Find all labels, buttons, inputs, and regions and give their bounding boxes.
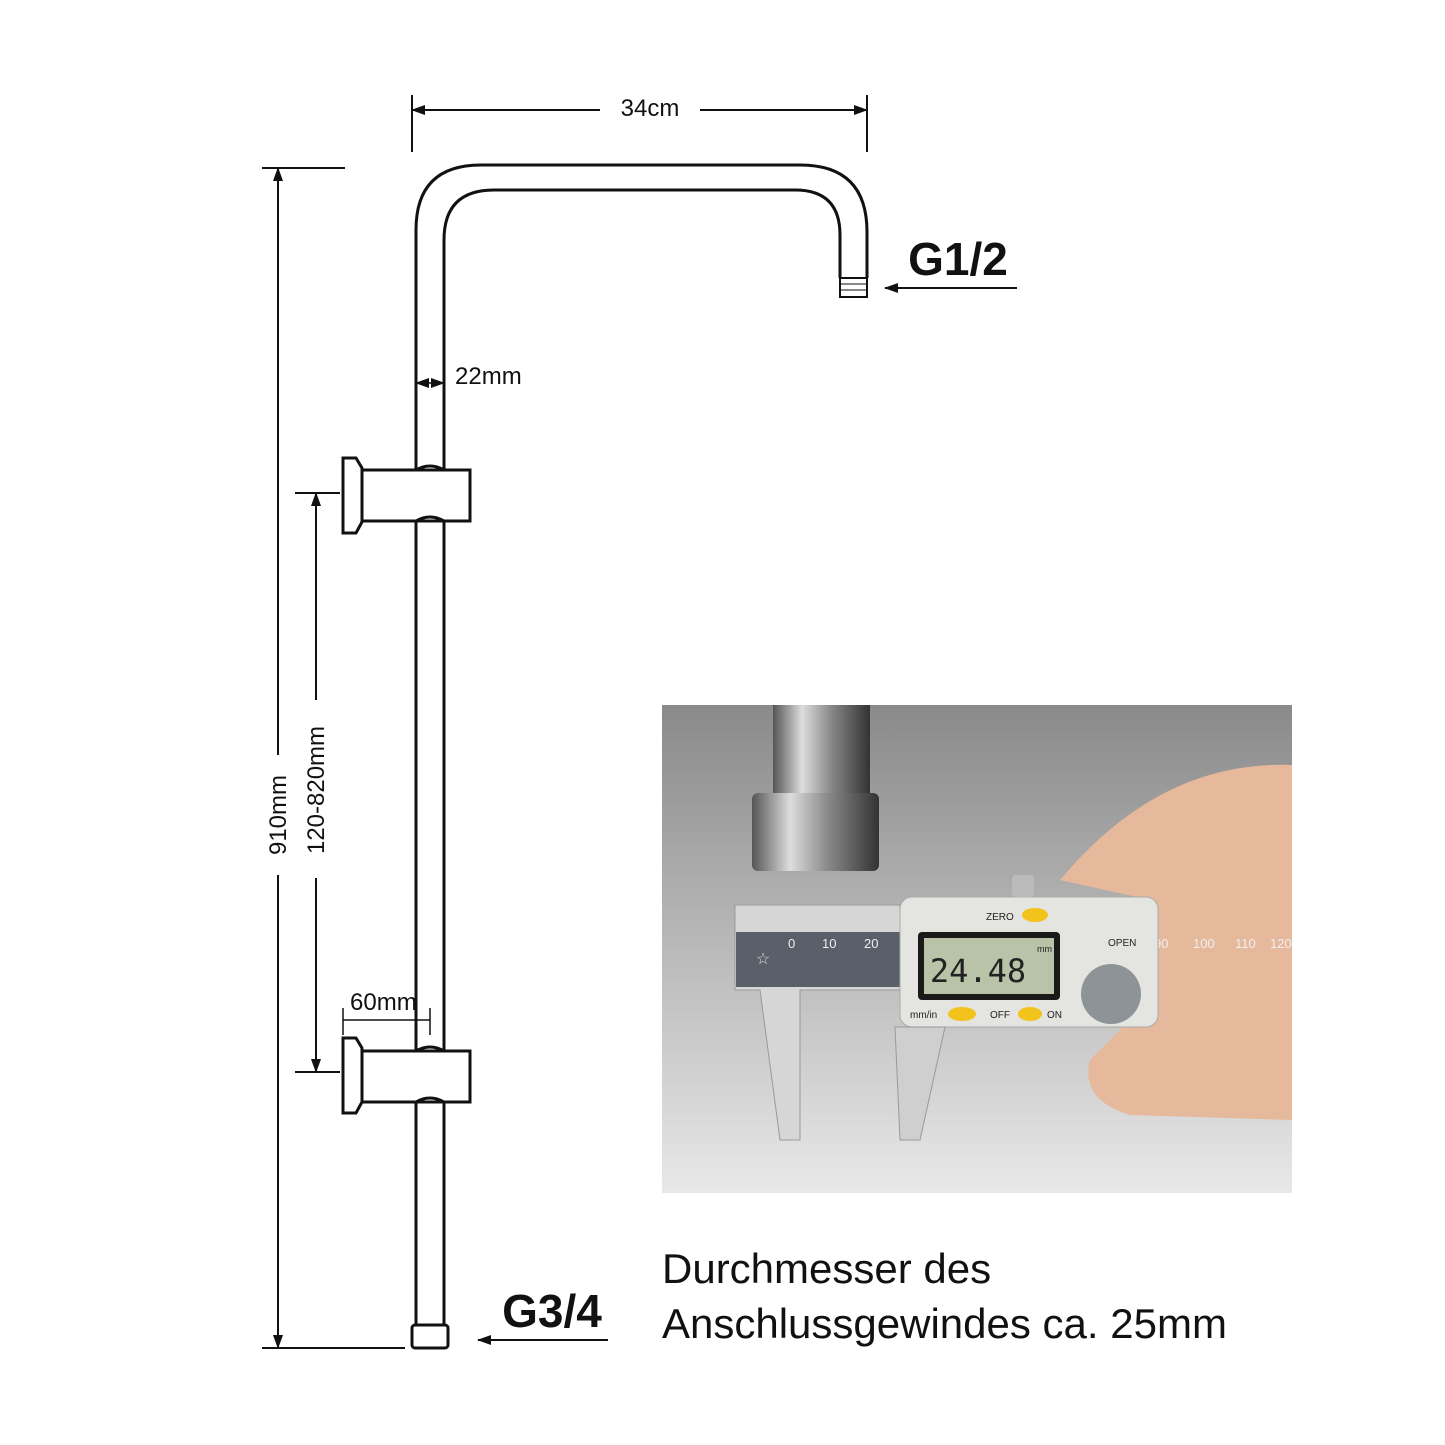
height-label: 910mm xyxy=(265,775,292,855)
on-label: ON xyxy=(1047,1010,1062,1021)
holder-range-dimension: 120-820mm xyxy=(295,492,340,1073)
bottom-thread-label: G3/4 xyxy=(502,1285,602,1337)
width-dimension: 34cm xyxy=(411,95,868,152)
scale-right-2: 110 xyxy=(1235,936,1256,951)
upper-bracket xyxy=(341,456,472,535)
scale-left-2: 20 xyxy=(864,936,878,951)
scale-right-1: 100 xyxy=(1193,936,1215,951)
holder-range-label: 120-820mm xyxy=(303,726,330,854)
caption-line-1: Durchmesser des xyxy=(662,1245,992,1292)
bracket-depth-dimension: 60mm xyxy=(342,989,431,1035)
shower-pipe xyxy=(410,163,869,1350)
diameter-label: 22mm xyxy=(455,363,522,390)
lower-bracket xyxy=(341,1036,472,1115)
display-unit: mm xyxy=(1037,944,1052,954)
top-thread-label: G1/2 xyxy=(908,233,1008,285)
caliper-photo: 0 10 20 90 100 110 120 ☆ 24.48 mm ZERO m… xyxy=(662,705,1292,1193)
scale-left-0: 0 xyxy=(788,936,795,951)
scale-right-3: 120 xyxy=(1270,936,1292,951)
width-label: 34cm xyxy=(621,95,680,122)
height-dimension: 910mm xyxy=(262,167,405,1349)
off-label: OFF xyxy=(990,1010,1010,1021)
scale-left-1: 10 xyxy=(822,936,836,951)
zero-label: ZERO xyxy=(986,912,1014,923)
open-label: OPEN xyxy=(1108,938,1136,949)
display-value: 24.48 xyxy=(930,952,1026,990)
unit-label: mm/in xyxy=(910,1010,937,1021)
star-icon: ☆ xyxy=(756,951,770,968)
bracket-depth-label: 60mm xyxy=(350,989,417,1016)
caption-line-2: Anschlussgewindes ca. 25mm xyxy=(662,1300,1227,1347)
